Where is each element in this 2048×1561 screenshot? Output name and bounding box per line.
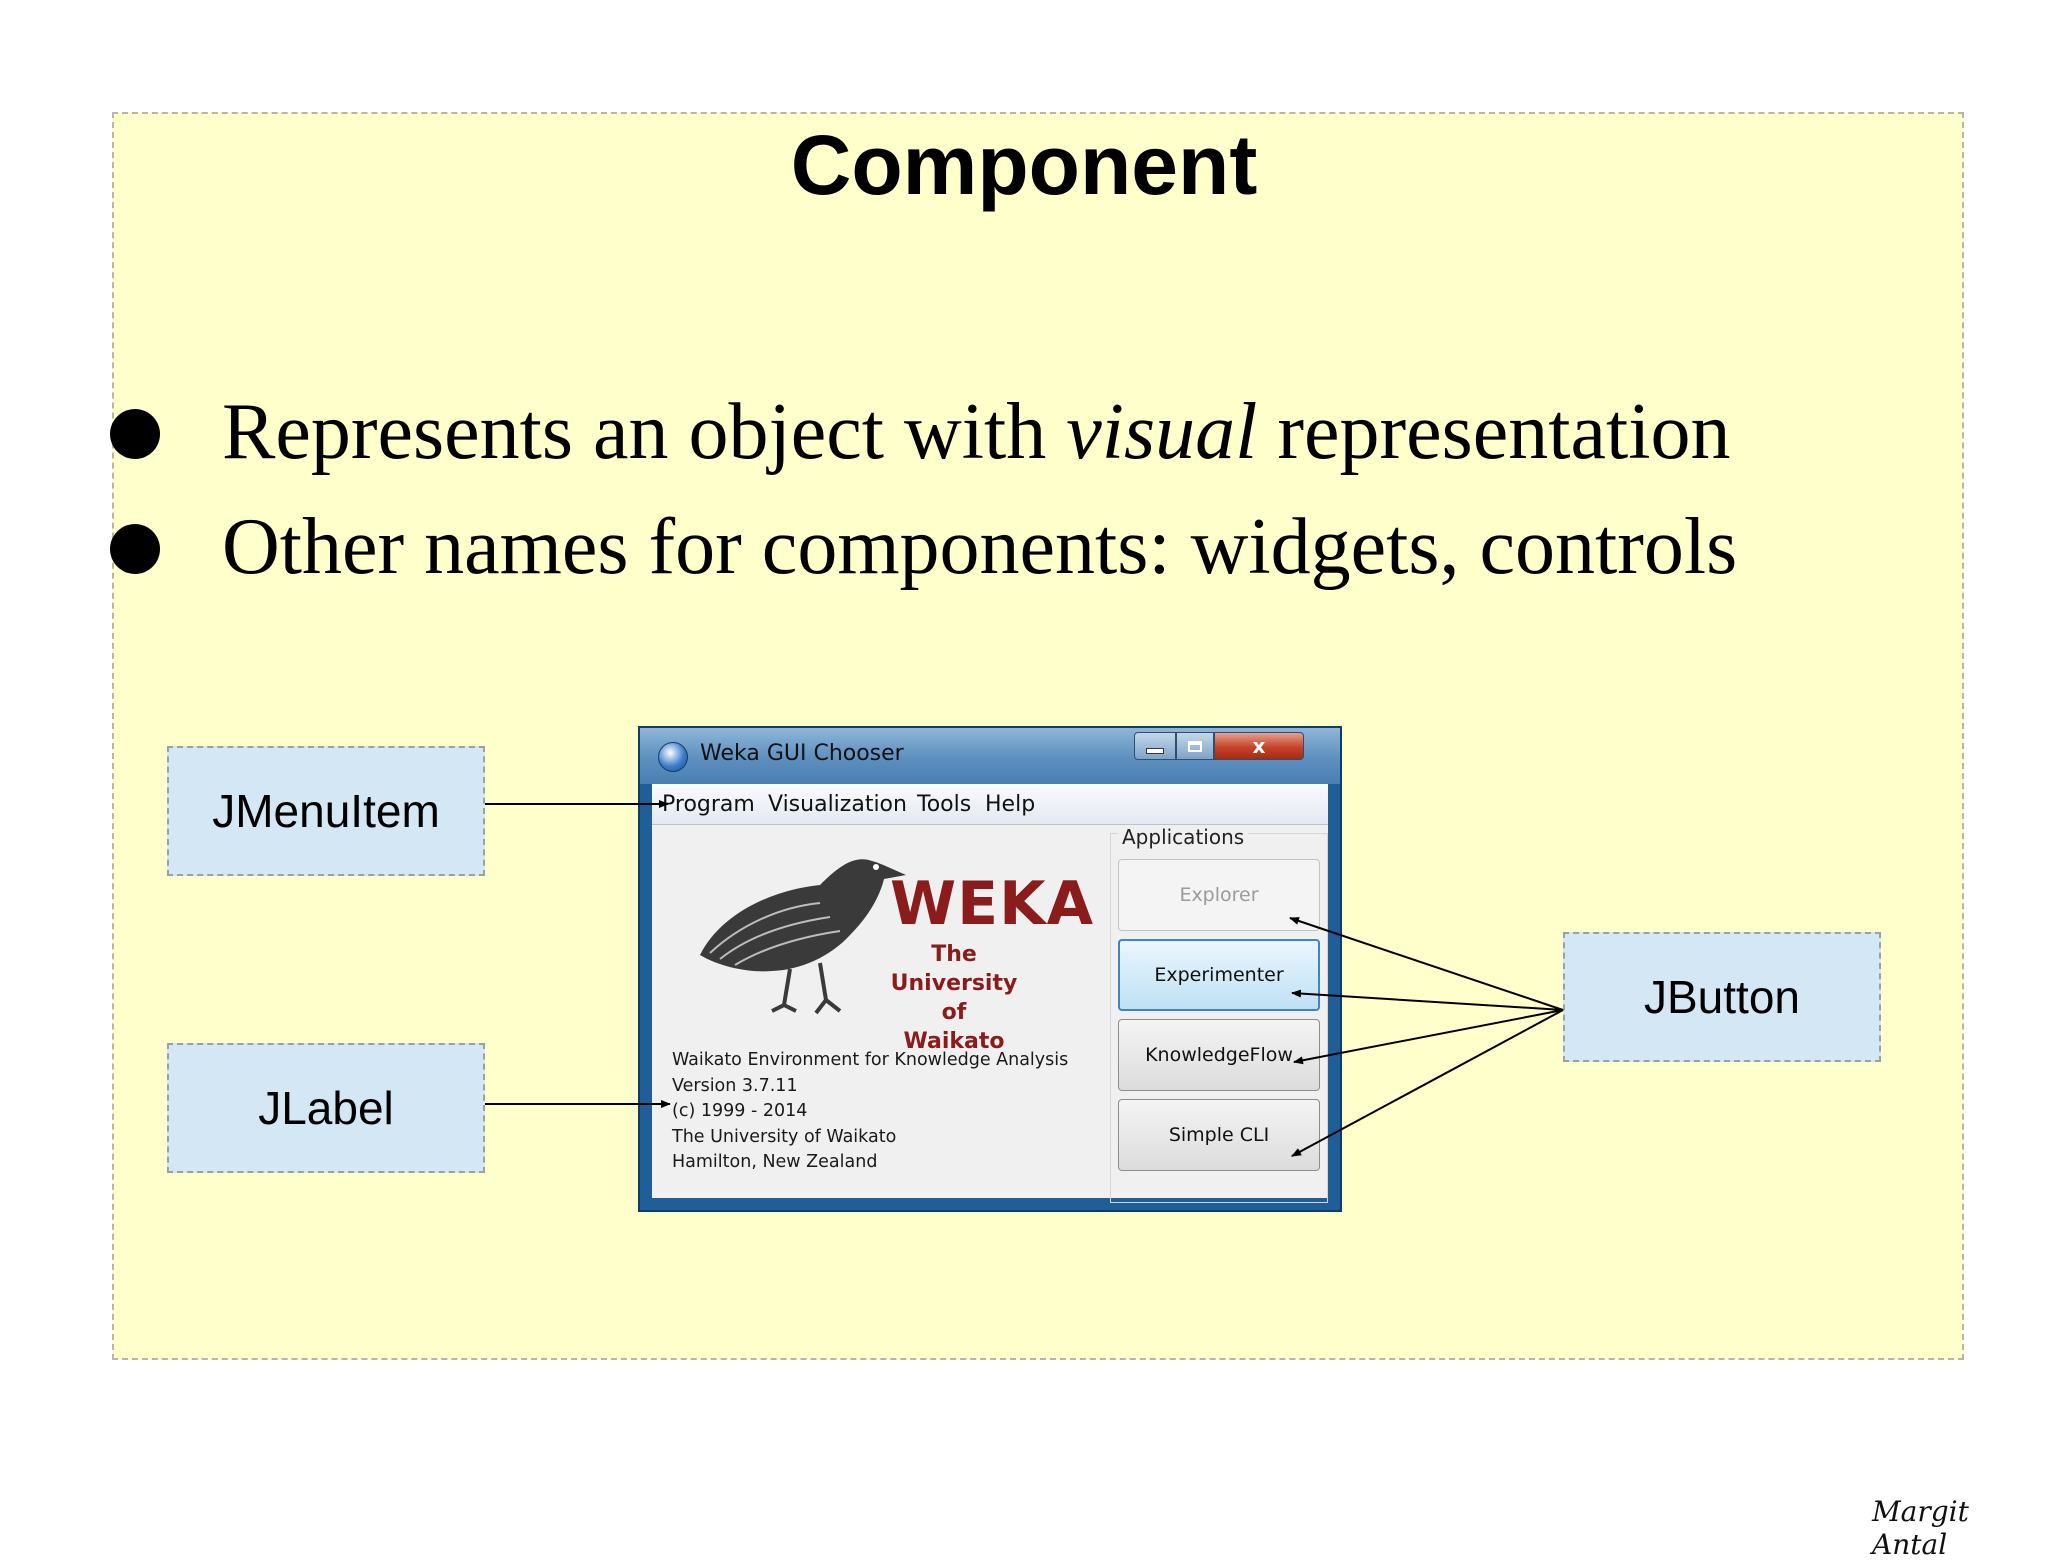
callout-jbutton: JButton <box>1563 932 1881 1062</box>
bullet-text: Other names for components: widgets, con… <box>222 503 1738 591</box>
bullet-text-suffix: representation <box>1257 388 1731 476</box>
weka-logo-text: WEKA <box>890 869 1095 939</box>
close-icon: x <box>1252 734 1266 758</box>
maximize-icon <box>1188 740 1202 752</box>
simple-cli-button[interactable]: Simple CLI <box>1118 1099 1320 1171</box>
window-titlebar[interactable]: Weka GUI Chooser x <box>640 728 1340 784</box>
window-client-area: WEKA The University of Waikato Waikato E… <box>652 825 1328 1203</box>
weka-logo-subtitle: The University of Waikato <box>890 940 1018 1056</box>
menu-item-visualization[interactable]: Visualization <box>768 792 907 817</box>
bullet-item-visual-representation: Represents an object with visual represe… <box>110 384 1730 480</box>
about-line: (c) 1999 - 2014 <box>672 1101 808 1121</box>
about-line: Hamilton, New Zealand <box>672 1152 878 1172</box>
callout-jmenuitem: JMenuItem <box>167 746 485 876</box>
bullet-dot <box>110 523 160 574</box>
bullet-item-other-names: Other names for components: widgets, con… <box>110 499 1737 595</box>
slide-title: Component <box>790 118 1258 212</box>
applications-group-label: Applications <box>1118 825 1249 849</box>
about-line: Waikato Environment for Knowledge Analys… <box>672 1050 1069 1070</box>
about-label: Waikato Environment for Knowledge Analys… <box>672 1048 1068 1176</box>
weka-bird-logo <box>700 859 906 1015</box>
menu-item-help[interactable]: Help <box>985 792 1036 817</box>
maximize-button[interactable] <box>1176 732 1214 760</box>
callout-jlabel: JLabel <box>167 1043 485 1173</box>
close-button[interactable]: x <box>1214 732 1304 760</box>
about-line: Version 3.7.11 <box>672 1075 798 1096</box>
weka-app-icon <box>658 742 688 772</box>
menu-item-program[interactable]: Program <box>662 792 755 817</box>
window-title: Weka GUI Chooser <box>700 741 904 766</box>
bullet-text-italic: visual <box>1066 388 1258 476</box>
minimize-button[interactable] <box>1134 732 1176 760</box>
experimenter-button[interactable]: Experimenter <box>1118 939 1320 1011</box>
author-signature: Margit Antal <box>1872 1495 1969 1561</box>
bullet-dot <box>110 408 160 459</box>
logo-subtitle-line: of Waikato <box>903 1000 1005 1054</box>
bullet-text-prefix: Represents an object with <box>222 388 1067 476</box>
menu-bar: Program Visualization Tools Help <box>652 784 1328 825</box>
weka-gui-chooser-window: Weka GUI Chooser x Program Visualization… <box>638 726 1342 1212</box>
minimize-icon <box>1146 748 1164 754</box>
menu-item-tools[interactable]: Tools <box>917 792 972 817</box>
knowledgeflow-button[interactable]: KnowledgeFlow <box>1118 1019 1320 1091</box>
logo-subtitle-line: The University <box>890 942 1018 996</box>
about-line: The University of Waikato <box>672 1126 897 1147</box>
explorer-button[interactable]: Explorer <box>1118 859 1320 931</box>
